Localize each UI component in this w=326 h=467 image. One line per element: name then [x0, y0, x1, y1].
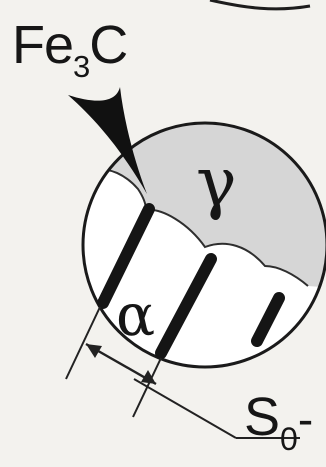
fe3c-label-subscript: 3: [73, 49, 89, 84]
gamma-label: γ: [196, 150, 237, 218]
spacing-label-base: S: [244, 387, 280, 447]
spacing-leader-line: [134, 379, 236, 438]
fe3c-label: Fe3C: [12, 18, 127, 72]
spacing-label-tail: -: [298, 393, 313, 445]
spacing-label-subscript: 0: [280, 421, 298, 457]
alpha-label: α: [116, 286, 155, 344]
fe3c-label-tail: C: [89, 15, 127, 75]
spacing-label: S0-: [244, 390, 313, 444]
background-top-line: [210, 0, 310, 9]
spacing-extension-line-left: [66, 307, 100, 379]
fe3c-label-base: Fe: [12, 15, 73, 75]
